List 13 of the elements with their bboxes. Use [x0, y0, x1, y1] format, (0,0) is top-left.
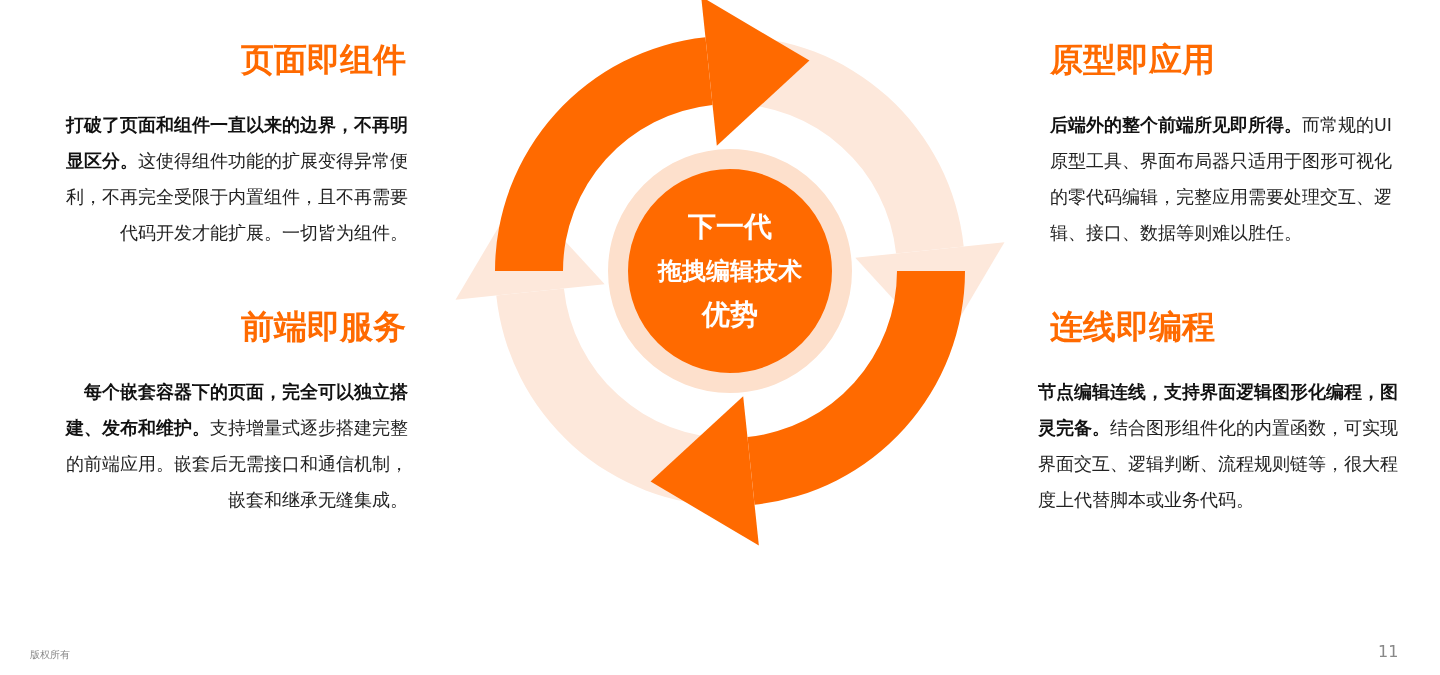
copyright-text: 版权所有: [30, 648, 70, 662]
paragraph: 后端外的整个前端所见即所得。而常规的UI原型工具、界面布局器只适用于图形可视化的零代码编辑，完整应用需要处理交互、逻辑、接口、数据等则难以胜任。: [1050, 114, 1393, 245]
circle-text: 优势: [702, 297, 758, 333]
heading: 前端即服务: [240, 307, 406, 347]
heading: 原型即应用: [1050, 40, 1216, 80]
heading: 页面即组件: [240, 40, 406, 80]
circle-text: 下一代: [688, 209, 772, 245]
paragraph: 每个嵌套容器下的页面，完全可以独立搭建、发布和维护。支持增量式逐步搭建完整的前端应用。嵌套后无需接口和通信机制，嵌套和继承无缝集成。: [64, 381, 408, 512]
page-number: 11: [1378, 642, 1399, 662]
heading: 连线即编程: [1050, 307, 1216, 347]
paragraph: 打破了页面和组件一直以来的边界，不再明显区分。这使得组件功能的扩展变得异常便利，不再完全受限于内置组件，且不再需要代码开发才能扩展。一切皆为组件。: [64, 114, 408, 245]
circle-text: 拖拽编辑技术: [658, 256, 802, 287]
paragraph: 节点编辑连线，支持界面逻辑图形化编程，图灵完备。结合图形组件化的内置函数，可实现界面交互、逻辑判断、流程规则链等，很大程度上代替脚本或业务代码。: [1038, 381, 1399, 512]
